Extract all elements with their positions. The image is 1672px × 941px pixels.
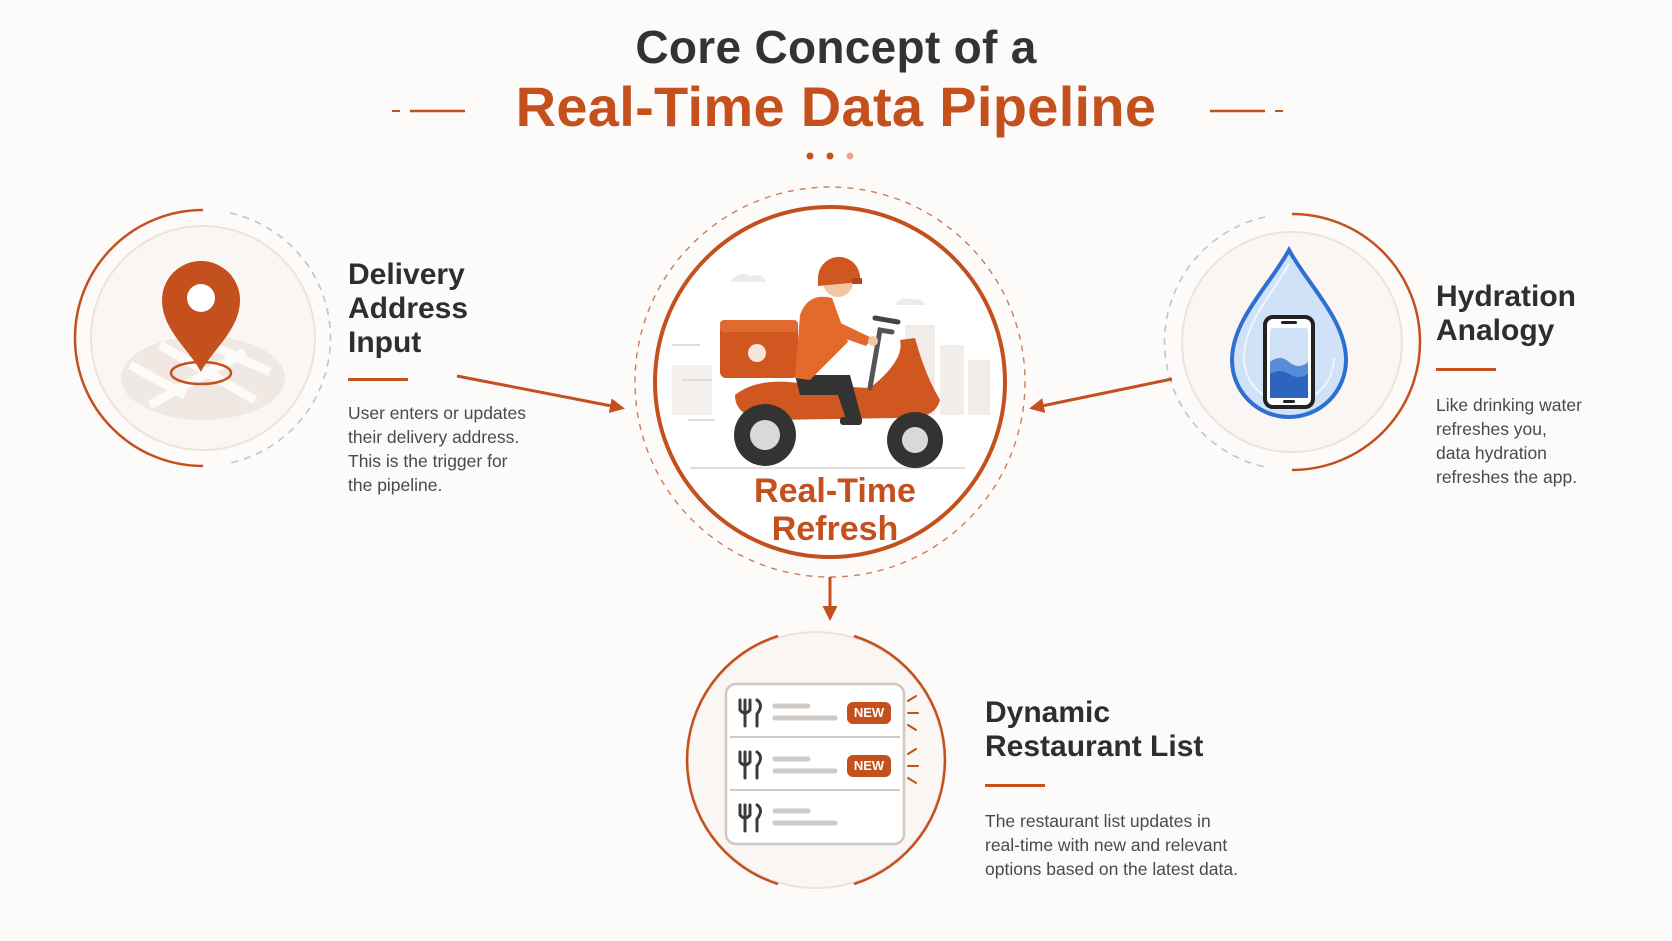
hydration-title: Hydration Analogy xyxy=(1436,280,1582,348)
delivery-desc-line-4: the pipeline. xyxy=(348,475,443,495)
delivery-desc-line-1: User enters or updates xyxy=(348,403,527,423)
new-badge-2: NEW xyxy=(847,755,891,777)
center-node xyxy=(634,186,1026,578)
delivery-title-line-1: Delivery xyxy=(348,258,465,291)
delivery-description: User enters or updates their delivery ad… xyxy=(348,401,526,497)
new-badge-1: NEW xyxy=(847,702,891,724)
restaurant-title-line-1: Dynamic xyxy=(985,696,1111,729)
hydration-node xyxy=(1163,212,1422,472)
arrow-delivery-to-center xyxy=(456,374,625,414)
hydration-desc-line-4: refreshes the app. xyxy=(1436,467,1578,487)
delivery-desc-line-2: their delivery address. xyxy=(348,427,520,447)
delivery-title-line-3: Input xyxy=(348,326,422,359)
center-label-line-1: Real-Time xyxy=(754,472,916,510)
restaurant-rule xyxy=(985,784,1045,787)
hydration-title-line-2: Analogy xyxy=(1436,314,1555,347)
delivery-title: Delivery Address Input xyxy=(348,258,526,360)
hydration-desc-line-1: Like drinking water xyxy=(1436,395,1582,415)
restaurant-node xyxy=(685,631,947,889)
hydration-desc-line-3: data hydration xyxy=(1436,443,1547,463)
delivery-desc-line-3: This is the trigger for xyxy=(348,451,508,471)
restaurant-title-line-2: Restaurant List xyxy=(985,730,1204,763)
title-decoration xyxy=(392,109,1283,160)
delivery-title-line-2: Address xyxy=(348,292,469,325)
arrow-hydration-to-center xyxy=(1029,377,1173,413)
hydration-text: Hydration Analogy Like drinking water re… xyxy=(1436,280,1582,489)
restaurant-desc-line-2: real-time with new and relevant xyxy=(985,835,1228,855)
delivery-node xyxy=(73,208,332,468)
hydration-title-line-1: Hydration xyxy=(1436,280,1577,313)
center-label: Real-Time Refresh xyxy=(660,472,1010,548)
title-line-1: Core Concept of a xyxy=(635,21,1037,73)
delivery-rule xyxy=(348,378,408,381)
restaurant-desc-line-1: The restaurant list updates in xyxy=(985,811,1211,831)
water-drop-phone-icon xyxy=(1229,245,1349,419)
title-line-2: Real-Time Data Pipeline xyxy=(515,75,1157,138)
restaurant-text: Dynamic Restaurant List The restaurant l… xyxy=(985,696,1238,881)
restaurant-title: Dynamic Restaurant List xyxy=(985,696,1238,764)
delivery-text: Delivery Address Input User enters or up… xyxy=(348,258,526,497)
map-pin-icon xyxy=(121,261,285,420)
hydration-desc-line-2: refreshes you, xyxy=(1436,419,1547,439)
restaurant-list-icon xyxy=(724,682,919,846)
restaurant-description: The restaurant list updates in real-time… xyxy=(985,809,1238,881)
delivery-scooter-icon xyxy=(672,256,990,469)
hydration-description: Like drinking water refreshes you, data … xyxy=(1436,393,1582,489)
center-label-line-2: Refresh xyxy=(771,510,899,548)
hydration-rule xyxy=(1436,368,1496,371)
restaurant-desc-line-3: options based on the latest data. xyxy=(985,859,1238,879)
